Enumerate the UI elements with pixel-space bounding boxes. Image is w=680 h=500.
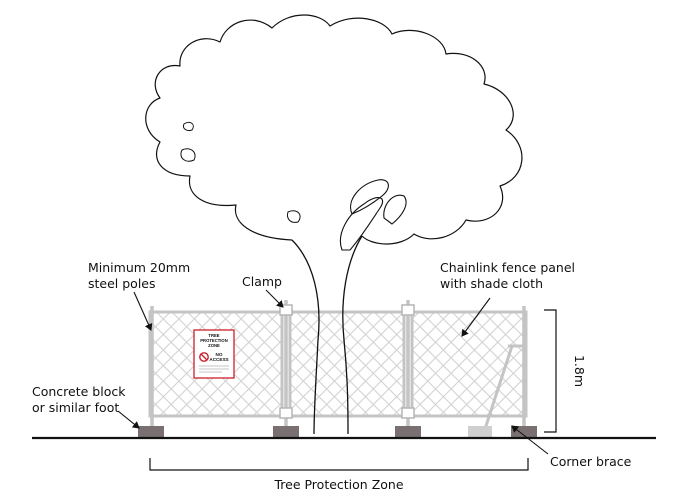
label-zone: Tree Protection Zone: [273, 477, 403, 492]
sign-no-access-line2: ACCESS: [209, 357, 228, 362]
canopy-gap-left-1: [180, 148, 196, 162]
height-bracket: [544, 309, 557, 433]
sign-fine-print: [199, 365, 229, 373]
foot-leader: [117, 410, 140, 429]
sign-title-line1: TREE: [208, 333, 219, 338]
sign-no-access-line1: NO: [216, 352, 223, 357]
canopy-gap-left-2: [183, 121, 194, 131]
concrete-foot-3: [395, 426, 421, 438]
clamps: [279, 304, 415, 419]
label-panel-line2: with shade cloth: [440, 276, 543, 291]
tree-protection-sign: TREE PROTECTION ZONE NO ACCESS: [193, 329, 235, 379]
fence-panel-right: [412, 312, 526, 416]
tree-canopy-outline: [145, 14, 523, 245]
label-clamp: Clamp: [242, 274, 282, 289]
label-corner-brace: Corner brace: [550, 454, 632, 469]
sign-title-line3: ZONE: [208, 343, 220, 348]
label-poles-line2: steel poles: [88, 276, 156, 291]
canopy-gap-large: [340, 197, 384, 251]
label-poles-line1: Minimum 20mm: [88, 260, 190, 275]
clamp-bottom-2: [401, 407, 415, 419]
clamp-leader: [265, 289, 284, 308]
label-foot-line1: Concrete block: [32, 384, 126, 399]
tree-trunk: [291, 235, 363, 435]
canopy-gap-mid: [287, 210, 301, 223]
brace-leader: [511, 425, 549, 455]
zone-bracket: [149, 458, 529, 471]
corner-brace: [482, 344, 526, 433]
panel-leader: [461, 297, 491, 337]
corner-brace-foot: [468, 426, 492, 438]
canopy-gap-right: [383, 194, 407, 225]
label-height: 1.8m: [572, 355, 587, 387]
clamp-top-2: [401, 304, 415, 316]
clamp-top-1: [279, 304, 293, 316]
concrete-foot-1: [138, 426, 164, 438]
canopy-gap-upper: [350, 179, 389, 215]
clamp-bottom-1: [279, 407, 293, 419]
label-foot-line2: or similar foot: [32, 400, 119, 415]
concrete-foot-2: [273, 426, 299, 438]
leader-arrows: [117, 289, 549, 455]
fence-frames: [148, 310, 528, 418]
label-panel-line1: Chainlink fence panel: [440, 260, 575, 275]
poles-leader: [133, 291, 153, 331]
no-entry-icon: [199, 352, 209, 362]
sign-title-line2: PROTECTION: [200, 338, 227, 343]
